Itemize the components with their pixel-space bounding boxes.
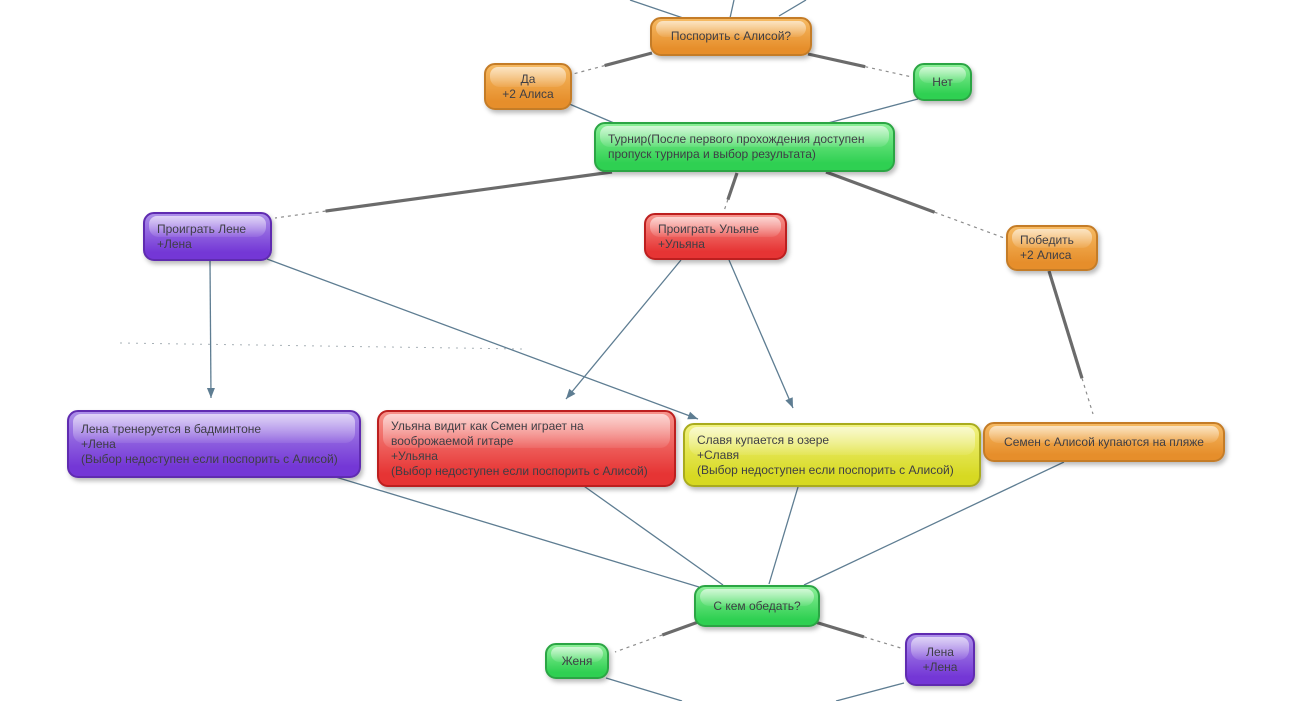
node-ask-alisa[interactable]: Поспорить с Алисой? <box>650 17 812 56</box>
node-label-line: +Лена <box>81 436 116 451</box>
choice-edge-dashed-tail <box>572 65 605 75</box>
node-label-line: Турнир(После первого прохождения доступе… <box>608 132 865 146</box>
node-slavya-lake[interactable]: Славя купается в озере+Славя(Выбор недос… <box>683 423 981 487</box>
node-label-line: +2 Алиса <box>1020 248 1072 262</box>
node-label-line: Поспорить с Алисой? <box>670 29 792 43</box>
flow-edge <box>565 259 682 400</box>
node-label-line: +Ульяна <box>391 448 438 463</box>
flow-edge <box>266 258 699 420</box>
node-label-line: (Выбор недоступен если поспорить с Алисо… <box>697 462 954 477</box>
flow-edge <box>768 486 799 585</box>
node-lunch[interactable]: С кем обедать? <box>694 585 820 627</box>
node-label-line: Семен с Алисой купаются на пляже <box>1004 434 1204 449</box>
faint-edge <box>119 342 524 350</box>
choice-edge <box>825 170 936 214</box>
flow-edge <box>328 474 700 588</box>
flow-edge <box>605 677 683 701</box>
choice-edge <box>726 172 739 201</box>
flow-edge <box>728 259 794 409</box>
choice-edge <box>1047 270 1084 379</box>
arrowhead <box>785 397 793 408</box>
node-label-line: Лена тренеруется в бадминтоне <box>81 421 262 436</box>
choice-edge <box>661 619 702 637</box>
node-zhenya[interactable]: Женя <box>545 643 609 679</box>
node-lena-lunch[interactable]: Лена+Лена <box>905 633 975 686</box>
node-label-line: Лена <box>926 644 954 659</box>
node-label-line: +Славя <box>697 447 740 462</box>
node-label-line: Да <box>520 71 536 86</box>
node-label-line: Женя <box>561 653 593 668</box>
node-label-line: +Лена <box>157 236 192 251</box>
flow-edge <box>827 98 919 124</box>
flow-edge <box>803 461 1065 586</box>
node-win[interactable]: Победить+2 Алиса <box>1006 225 1098 271</box>
node-yes-bet[interactable]: Да+2 Алиса <box>484 63 572 110</box>
choice-edge-dashed-tail <box>934 211 1008 240</box>
node-label-line: Ульяна видит как Семен играет на <box>391 418 584 433</box>
node-label-line: (Выбор недоступен если поспорить с Алисо… <box>81 451 338 466</box>
choice-edge-dashed-tail <box>865 66 913 78</box>
node-lena-badminton[interactable]: Лена тренеруется в бадминтоне+Лена(Выбор… <box>67 410 361 478</box>
flow-edge <box>729 0 735 19</box>
node-label-line: +Лена <box>922 659 958 674</box>
arrowhead <box>566 388 576 399</box>
choice-edge-dashed-tail <box>723 199 729 212</box>
flow-edge <box>580 483 724 586</box>
node-label-line: пропуск турнира и выбор результата) <box>608 147 816 161</box>
node-label-line: Победить <box>1020 233 1074 247</box>
node-label-line: +Ульяна <box>658 236 705 251</box>
flow-edge <box>835 682 905 701</box>
arrowhead <box>206 387 215 398</box>
flow-edge <box>778 0 807 17</box>
choice-edge <box>604 51 653 68</box>
flow-edge <box>209 260 212 399</box>
flow-edge <box>629 0 687 20</box>
node-label-line: С кем обедать? <box>713 598 801 613</box>
choice-edge <box>807 52 866 69</box>
node-label-line: (Выбор недоступен если поспорить с Алисо… <box>391 463 648 478</box>
node-label-line: Славя купается в озере <box>697 432 830 447</box>
node-semen-beach[interactable]: Семен с Алисой купаются на пляже <box>983 422 1225 462</box>
choice-edge <box>814 620 865 639</box>
node-lose-to-lena[interactable]: Проиграть Лене+Лена <box>143 212 272 261</box>
node-label-line: Проиграть Ульяне <box>658 221 760 236</box>
node-label-line: +2 Алиса <box>502 86 554 101</box>
choice-edge-dashed-tail <box>274 210 326 219</box>
node-label-line: Проиграть Лене <box>157 221 247 236</box>
arrowhead <box>687 411 698 420</box>
node-tournament[interactable]: Турнир(После первого прохождения доступе… <box>594 122 895 172</box>
node-label-line: вооброжаемой гитаре <box>391 433 514 448</box>
node-no-bet[interactable]: Нет <box>913 63 972 101</box>
node-lose-to-ulyana[interactable]: Проиграть Ульяне+Ульяна <box>644 213 787 260</box>
node-label-line: Нет <box>932 74 953 89</box>
choice-edge <box>325 170 613 213</box>
choice-edge-dashed-tail <box>614 634 663 653</box>
